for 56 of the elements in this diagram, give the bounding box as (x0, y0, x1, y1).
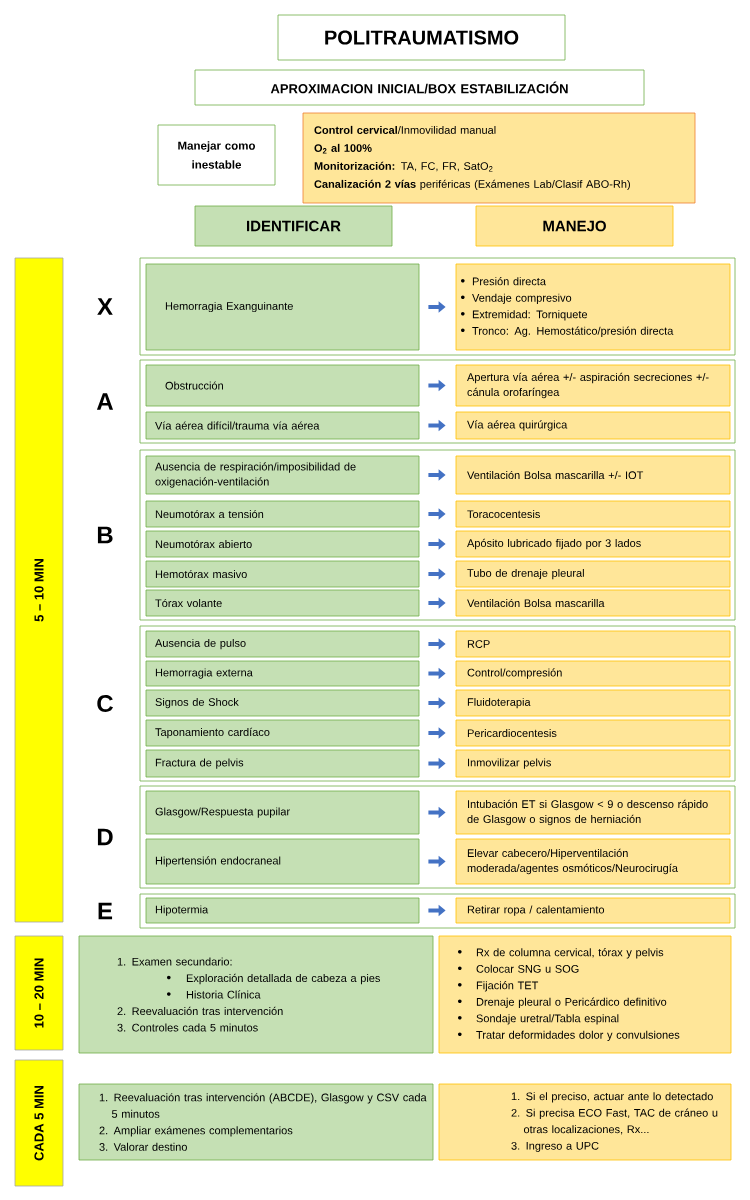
group-frame (139, 785, 736, 889)
action-box: Apósito lubricado fijado por 3 lados (455, 530, 731, 558)
finding-box: Taponamiento cardíaco (145, 719, 420, 747)
task-list-box: 1. Examen secundario: Exploración detallada de cabeza a pies Historia Clínica 2. Reevaluación tras intervención 3. Controles cada 5 minutos (78, 935, 434, 1054)
action-box: Pericardiocentesis (455, 719, 731, 747)
action-box: Elevar cabecero/Hiperventilación moderada/agentes osmóticos/Neurocirugía (455, 838, 731, 885)
step-letter: B (97, 526, 113, 544)
title-box: POLITRAUMATISMO (277, 14, 566, 61)
action-box: Retirar ropa / calentamiento (455, 897, 731, 924)
task-list-box: 1. Si el preciso, actuar ante lo detectado 2. Si precisa ECO Fast, TAC de cráneo u otras localizaciones, Rx... 3. Ingreso a UPC (438, 1083, 732, 1161)
finding-box: Ausencia de pulso (145, 630, 420, 658)
finding-box: Hemotórax masivo (145, 560, 420, 588)
step-letter: E (98, 902, 113, 920)
action-box: Toracocentesis (455, 500, 731, 528)
action-box: Inmovilizar pelvis (455, 749, 731, 778)
finding-box: Hipotermia (145, 897, 420, 924)
finding-box: Glasgow/Respuesta pupilar (145, 790, 420, 835)
group-frame (139, 893, 736, 929)
finding-box: Obstrucción (145, 364, 420, 407)
header-box: APROXIMACION INICIAL/BOX ESTABILIZACIÓN (194, 69, 645, 106)
finding-box: Fractura de pelvis (145, 749, 420, 778)
action-box: Ventilación Bolsa mascarilla (455, 589, 731, 617)
action-box: RCP (455, 630, 731, 658)
finding-box: Neumotórax a tensión (145, 500, 420, 528)
group-frame (139, 449, 736, 621)
action-box: Intubación ET si Glasgow < 9 o descenso rápido de Glasgow o signos de herniación (455, 790, 731, 835)
task-list-box: Rx de columna cervical, tórax y pelvis Colocar SNG u SOG Fijación TET Drenaje pleural o Pericárdico definitivo Sondaje uretral/Tabla espinal Tratar deformidades dolor y convulsiones (438, 935, 732, 1054)
action-box: Fluidoterapia (455, 689, 731, 717)
finding-box: Neumotórax abierto (145, 530, 420, 558)
finding-box: Ausencia de respiración/imposibilidad de oxigenación-ventilación (145, 455, 420, 495)
action-box: Presión directa Vendaje compresivo Extremidad: Torniquete Tronco: Ag. Hemostático/presión directa (455, 263, 731, 351)
group-frame (139, 625, 736, 782)
step-letter: A (96, 393, 114, 410)
action-box: Control/compresión (455, 660, 731, 687)
finding-box: Hemorragia externa (145, 660, 420, 687)
group-frame (139, 257, 736, 356)
task-list-box: 1. Reevaluación tras intervención (ABCDE), Glasgow y CSV cada 5 minutos 2. Ampliar exámenes complementarios 3. Valorar destino (78, 1083, 434, 1161)
action-box: Vía aérea quirúrgica (455, 411, 731, 440)
step-letter: X (97, 298, 113, 315)
column-header: IDENTIFICAR (194, 205, 393, 247)
action-box: Ventilación Bolsa mascarilla +/- IOT (455, 455, 731, 495)
action-box: Apertura vía aérea +/- aspiración secreciones +/- cánula orofaríngea (455, 364, 731, 407)
finding-box: Hipertensión endocraneal (145, 838, 420, 885)
header-box: Manejar como inestable (157, 124, 276, 186)
group-frame (139, 359, 736, 444)
time-bar: 10 – 20 MIN (14, 935, 64, 1051)
finding-box: Hemorragia Exanguinante (145, 263, 420, 351)
column-header: MANEJO (475, 205, 674, 247)
step-letter: C (97, 695, 113, 712)
finding-box: Vía aérea difícil/trauma vía aérea (145, 411, 420, 440)
step-letter: D (97, 828, 113, 846)
action-box: Tubo de drenaje pleural (455, 560, 731, 588)
time-bar: 5 – 10 MIN (14, 257, 64, 923)
finding-box: Signos de Shock (145, 689, 420, 717)
finding-box: Tórax volante (145, 589, 420, 617)
time-bar: CADA 5 MIN (14, 1059, 64, 1187)
